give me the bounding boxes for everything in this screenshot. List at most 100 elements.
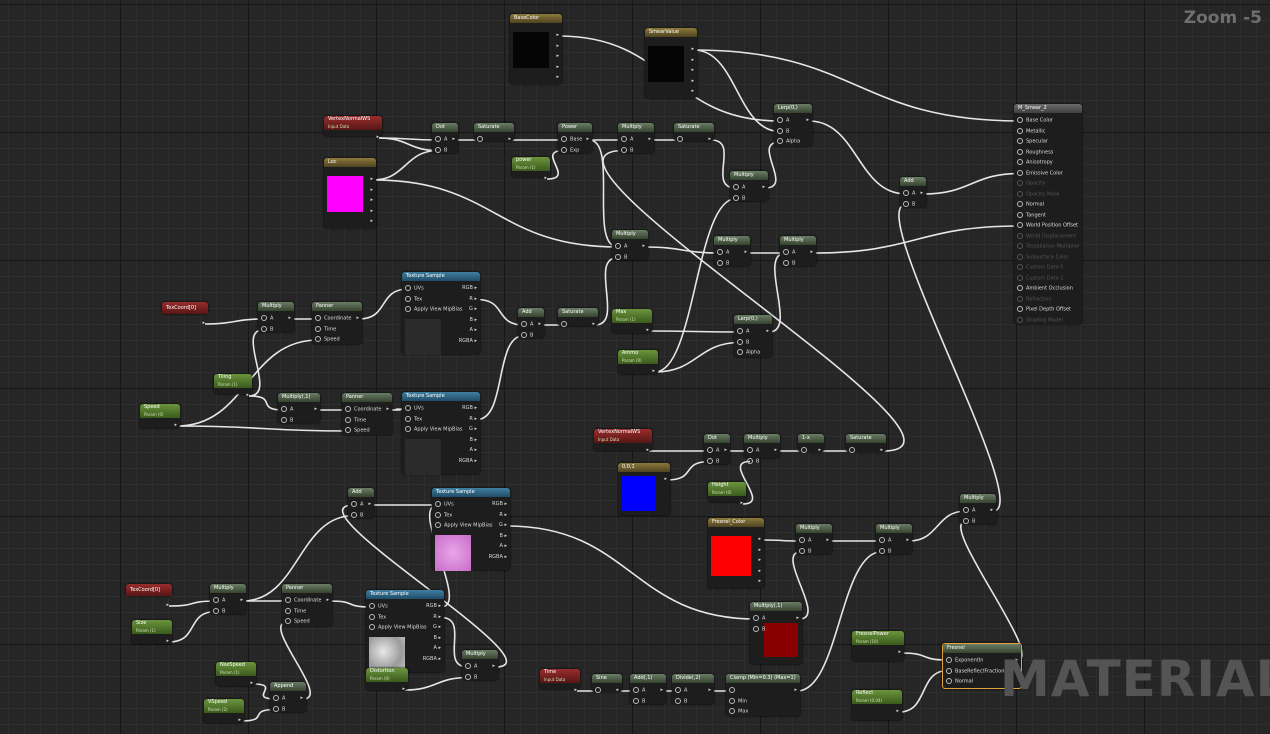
input-pin[interactable]: A [621,136,633,143]
wire-lerp1-to-add1[interactable] [808,120,907,195]
node-title[interactable]: Add [900,177,926,186]
input-pin[interactable]: Opacity [1017,180,1045,187]
output-pin[interactable]: ▸ [664,476,667,482]
node-title[interactable]: Saturate [674,123,714,132]
output-pin[interactable]: ▸ [556,74,559,80]
input-pin[interactable]: Speed [285,618,310,625]
output-pin[interactable]: ▸ [708,687,711,693]
node-title[interactable]: Multiply [618,123,654,132]
input-pin[interactable]: A [707,447,719,454]
node-title[interactable]: TexCoord[0] [126,584,172,596]
node-title[interactable]: Multiply [258,302,294,311]
node-title[interactable]: Multiply [462,650,498,659]
node-title[interactable]: Fresnel [943,644,1021,653]
input-pin[interactable]: B [903,201,915,207]
output-pin[interactable]: RGB ▸ [492,501,507,507]
output-pin[interactable]: ▸ [648,136,651,142]
wire-mul10-to-mul11[interactable] [908,510,967,542]
input-pin[interactable]: Apply View MipBias [435,522,493,529]
output-pin[interactable]: ▸ [556,32,559,38]
output-pin[interactable]: ▸ [646,327,649,333]
input-pin[interactable]: A [435,136,447,143]
output-pin[interactable]: ▸ [370,176,373,182]
input-pin[interactable]: A [465,663,477,670]
output-pin[interactable]: ▸ [896,708,899,714]
input-pin[interactable]: Exp [561,147,579,153]
input-pin[interactable]: B [733,195,745,201]
input-pin[interactable]: Apply View MipBias [405,306,463,313]
input-pin[interactable]: UVs [369,603,388,610]
output-pin[interactable]: ▸ [758,547,761,553]
wire-mul3-to-mul4[interactable] [644,246,721,254]
input-pin[interactable]: Coordinate [315,315,351,322]
input-pin[interactable]: Time [285,608,306,614]
output-pin[interactable]: ▸ [556,64,559,70]
output-pin[interactable]: R ▸ [469,296,477,302]
input-pin[interactable]: Shading Model [1017,317,1063,323]
input-pin[interactable]: B [465,674,477,680]
input-pin[interactable]: Speed [315,336,340,343]
output-pin[interactable]: ▸ [691,88,694,94]
node-title[interactable]: Saturate [474,123,514,132]
input-pin[interactable]: Max [729,708,748,715]
output-pin[interactable]: ▸ [898,649,901,655]
wire-panner1-to-tex1[interactable] [358,288,409,320]
input-pin[interactable]: UVs [435,501,454,508]
node-title[interactable]: Saturate [558,308,598,317]
node-title[interactable]: 0,0,1 [618,463,670,472]
node-title[interactable]: Multiply [744,434,780,443]
output-pin[interactable]: ▸ [592,321,595,327]
wire-distortion-to-mul13[interactable] [404,676,469,691]
output-pin[interactable]: ▸ [744,249,747,255]
node-title[interactable]: Multiply [210,584,246,593]
input-pin[interactable]: B [717,260,729,266]
input-pin[interactable]: B [707,458,719,464]
input-pin[interactable]: ExponentIn [946,657,983,664]
input-pin[interactable]: Apply View MipBias [369,624,427,631]
wire-loc-to-mul3[interactable] [372,179,619,248]
node-title[interactable]: Texture Sample [432,488,510,497]
input-pin[interactable]: Coordinate [285,597,321,604]
output-pin[interactable]: ▸ [586,136,589,142]
input-pin[interactable]: Alpha [737,349,760,356]
output-pin[interactable]: ▸ [574,687,577,693]
input-pin[interactable] [801,447,810,454]
output-pin[interactable]: ▸ [774,447,777,453]
output-pin[interactable]: ▸ [238,717,241,723]
output-pin[interactable]: ▸ [368,501,371,507]
input-pin[interactable]: B [281,417,293,423]
output-pin[interactable]: ▸ [796,615,799,621]
input-pin[interactable]: A [737,328,749,335]
input-pin[interactable]: A [753,615,765,622]
wire-texcoord1-to-mul6[interactable] [204,318,265,325]
output-pin[interactable]: RGB ▸ [462,405,477,411]
input-pin[interactable]: B [351,512,363,518]
input-pin[interactable]: Anisotropy [1017,159,1053,166]
output-pin[interactable]: ▸ [376,134,379,140]
node-sat3[interactable]: Saturate ▸ [558,308,598,327]
input-pin[interactable]: Speed [345,427,370,434]
wire-mul5-to-main[interactable] [812,225,1021,254]
wire-tex2-to-add2[interactable] [476,334,525,421]
node-title[interactable]: Multiply [714,236,750,245]
input-pin[interactable]: B [435,147,447,153]
output-pin[interactable]: G ▸ [469,306,477,312]
input-pin[interactable]: Base Color [1017,117,1053,124]
input-pin[interactable]: Tex [405,416,422,422]
input-pin[interactable]: Tangent [1017,212,1046,218]
node-title[interactable]: 1-x [798,434,824,443]
node-title[interactable]: Multiply [730,171,768,180]
node-sat4[interactable]: Saturate ▸ [846,434,886,453]
